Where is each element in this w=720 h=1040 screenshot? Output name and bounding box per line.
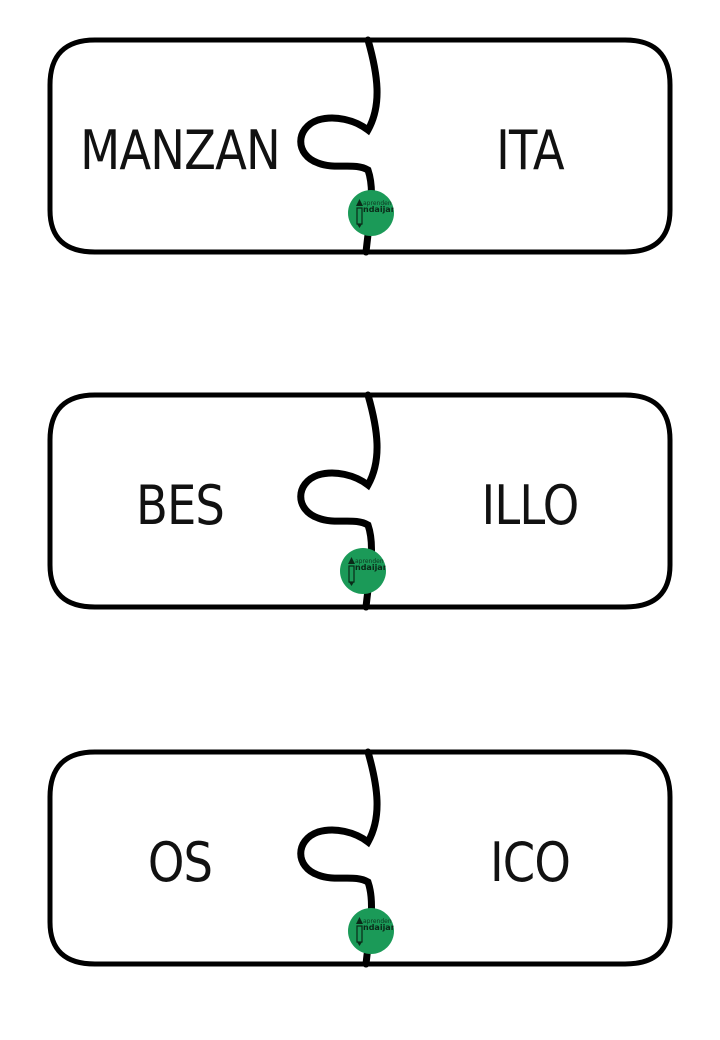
word-right: ILLO bbox=[481, 473, 580, 537]
logo-badge: aprendemos ndaijar bbox=[340, 548, 386, 594]
pencil-logo-icon bbox=[356, 917, 363, 946]
word-left: BES bbox=[135, 473, 225, 537]
badge-line1: aprendemos bbox=[355, 558, 386, 565]
badge-line2: ndaijar bbox=[363, 923, 394, 932]
puzzle-card-2: BES ILLO aprendemos ndaijar bbox=[0, 385, 720, 625]
puzzle-frame bbox=[47, 748, 673, 968]
badge-line2: ndaijar bbox=[363, 205, 394, 214]
puzzle-card-3: OS ICO aprendemos ndaijar bbox=[0, 742, 720, 982]
badge-line1: aprendemos bbox=[363, 200, 394, 207]
puzzle-card-1: MANZAN ITA aprendemos ndaijar bbox=[0, 30, 720, 270]
pencil-logo-icon bbox=[356, 199, 363, 228]
badge-line1: aprendemos bbox=[363, 918, 394, 925]
logo-badge: aprendemos ndaijar bbox=[348, 908, 394, 954]
word-left: MANZAN bbox=[80, 118, 281, 182]
puzzle-frame bbox=[47, 36, 673, 256]
puzzle-frame bbox=[47, 391, 673, 611]
pencil-logo-icon bbox=[348, 557, 355, 586]
word-left: OS bbox=[147, 830, 213, 894]
logo-badge: aprendemos ndaijar bbox=[348, 190, 394, 236]
word-right: ITA bbox=[496, 118, 565, 182]
word-right: ICO bbox=[489, 830, 571, 894]
badge-line2: ndaijar bbox=[355, 563, 386, 572]
